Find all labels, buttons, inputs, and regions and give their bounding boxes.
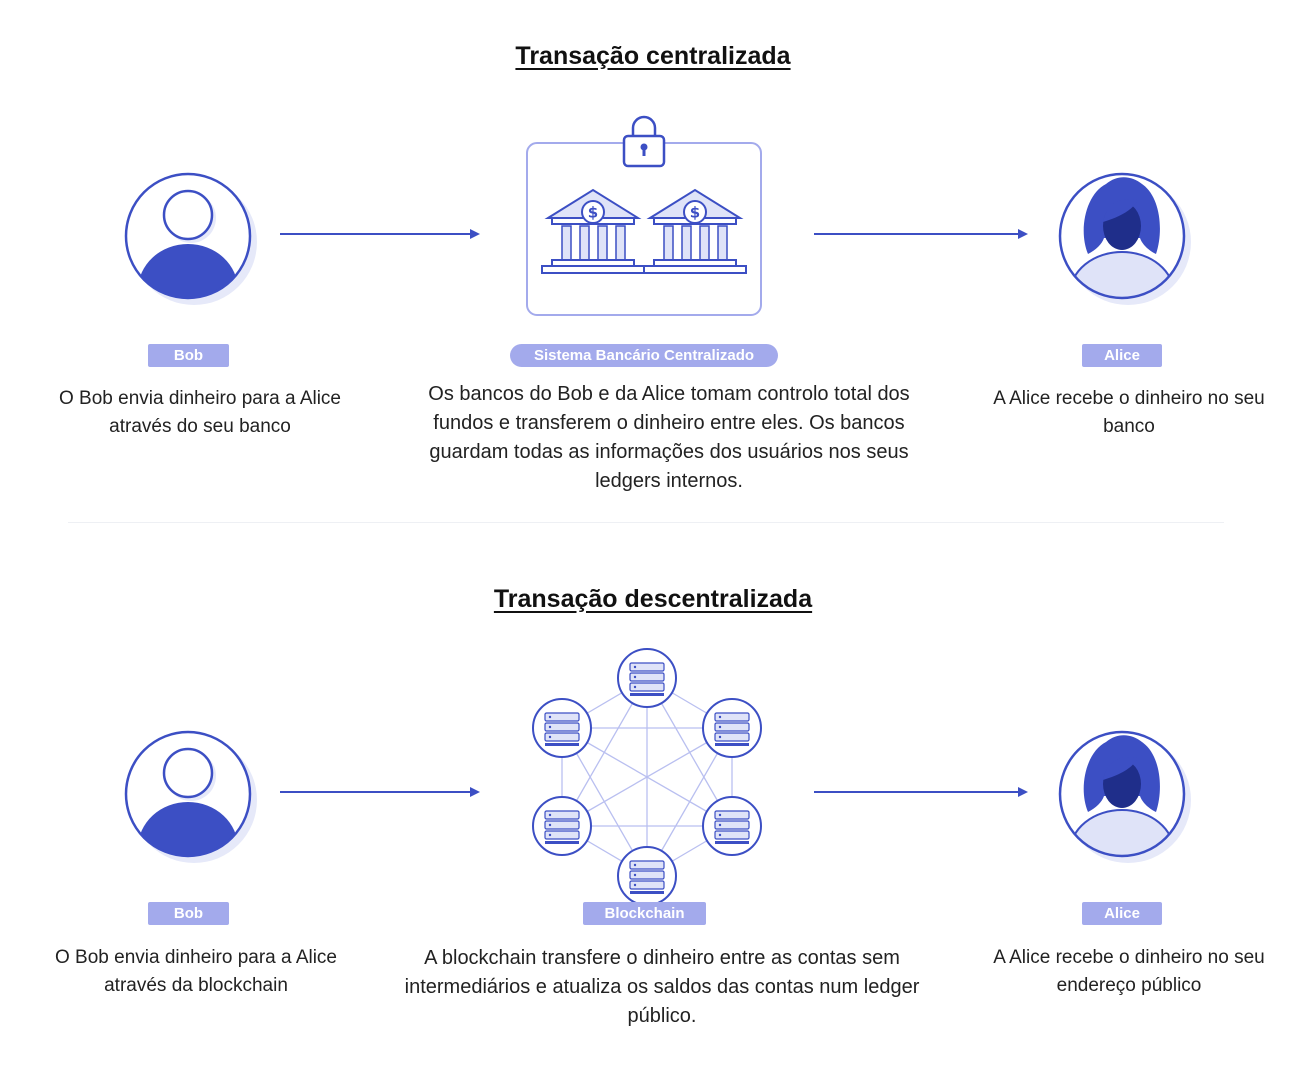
arrow-right-icon — [814, 229, 1028, 239]
alice-description: A Alice recebe o dinheiro no seu endereç… — [993, 947, 1265, 996]
decentralized-title: Transação descentralizada — [493, 585, 813, 613]
blockchain-network-icon — [532, 648, 762, 906]
arrow-right-icon — [280, 787, 480, 797]
server-node-icon — [617, 846, 677, 906]
bob-label: Bob — [148, 344, 229, 367]
bob-description: O Bob envia dinheiro para a Alice atravé… — [58, 388, 341, 437]
alice-label: Alice — [1082, 902, 1162, 925]
arrow-right-icon — [814, 787, 1028, 797]
centralized-title: Transação centralizada — [515, 42, 791, 70]
arrow-right-icon — [280, 229, 480, 239]
alice-description: A Alice recebe o dinheiro no seu banco — [993, 388, 1265, 437]
svg-text:$: $ — [690, 204, 700, 222]
alice-avatar-icon — [1058, 730, 1191, 863]
server-node-icon — [702, 796, 762, 856]
blockchain-label: Blockchain — [583, 902, 706, 925]
alice-avatar-icon — [1058, 172, 1191, 305]
alice-label: Alice — [1082, 344, 1162, 367]
section-divider — [68, 522, 1224, 523]
bob-avatar-icon — [124, 730, 257, 863]
bank-system-icon: $ $ — [526, 115, 762, 316]
bob-description: O Bob envia dinheiro para a Alice atravé… — [54, 947, 337, 996]
bank-description: Os bancos do Bob e da Alice tomam contro… — [428, 383, 910, 492]
server-node-icon — [532, 796, 592, 856]
blockchain-description: A blockchain transfere o dinheiro entre … — [404, 947, 920, 1027]
bank-system-label: Sistema Bancário Centralizado — [510, 344, 778, 367]
bob-avatar-icon — [124, 172, 257, 305]
server-node-icon — [532, 698, 592, 758]
server-node-icon — [617, 648, 677, 708]
bob-label: Bob — [148, 902, 229, 925]
server-node-icon — [702, 698, 762, 758]
svg-text:$: $ — [588, 204, 598, 222]
